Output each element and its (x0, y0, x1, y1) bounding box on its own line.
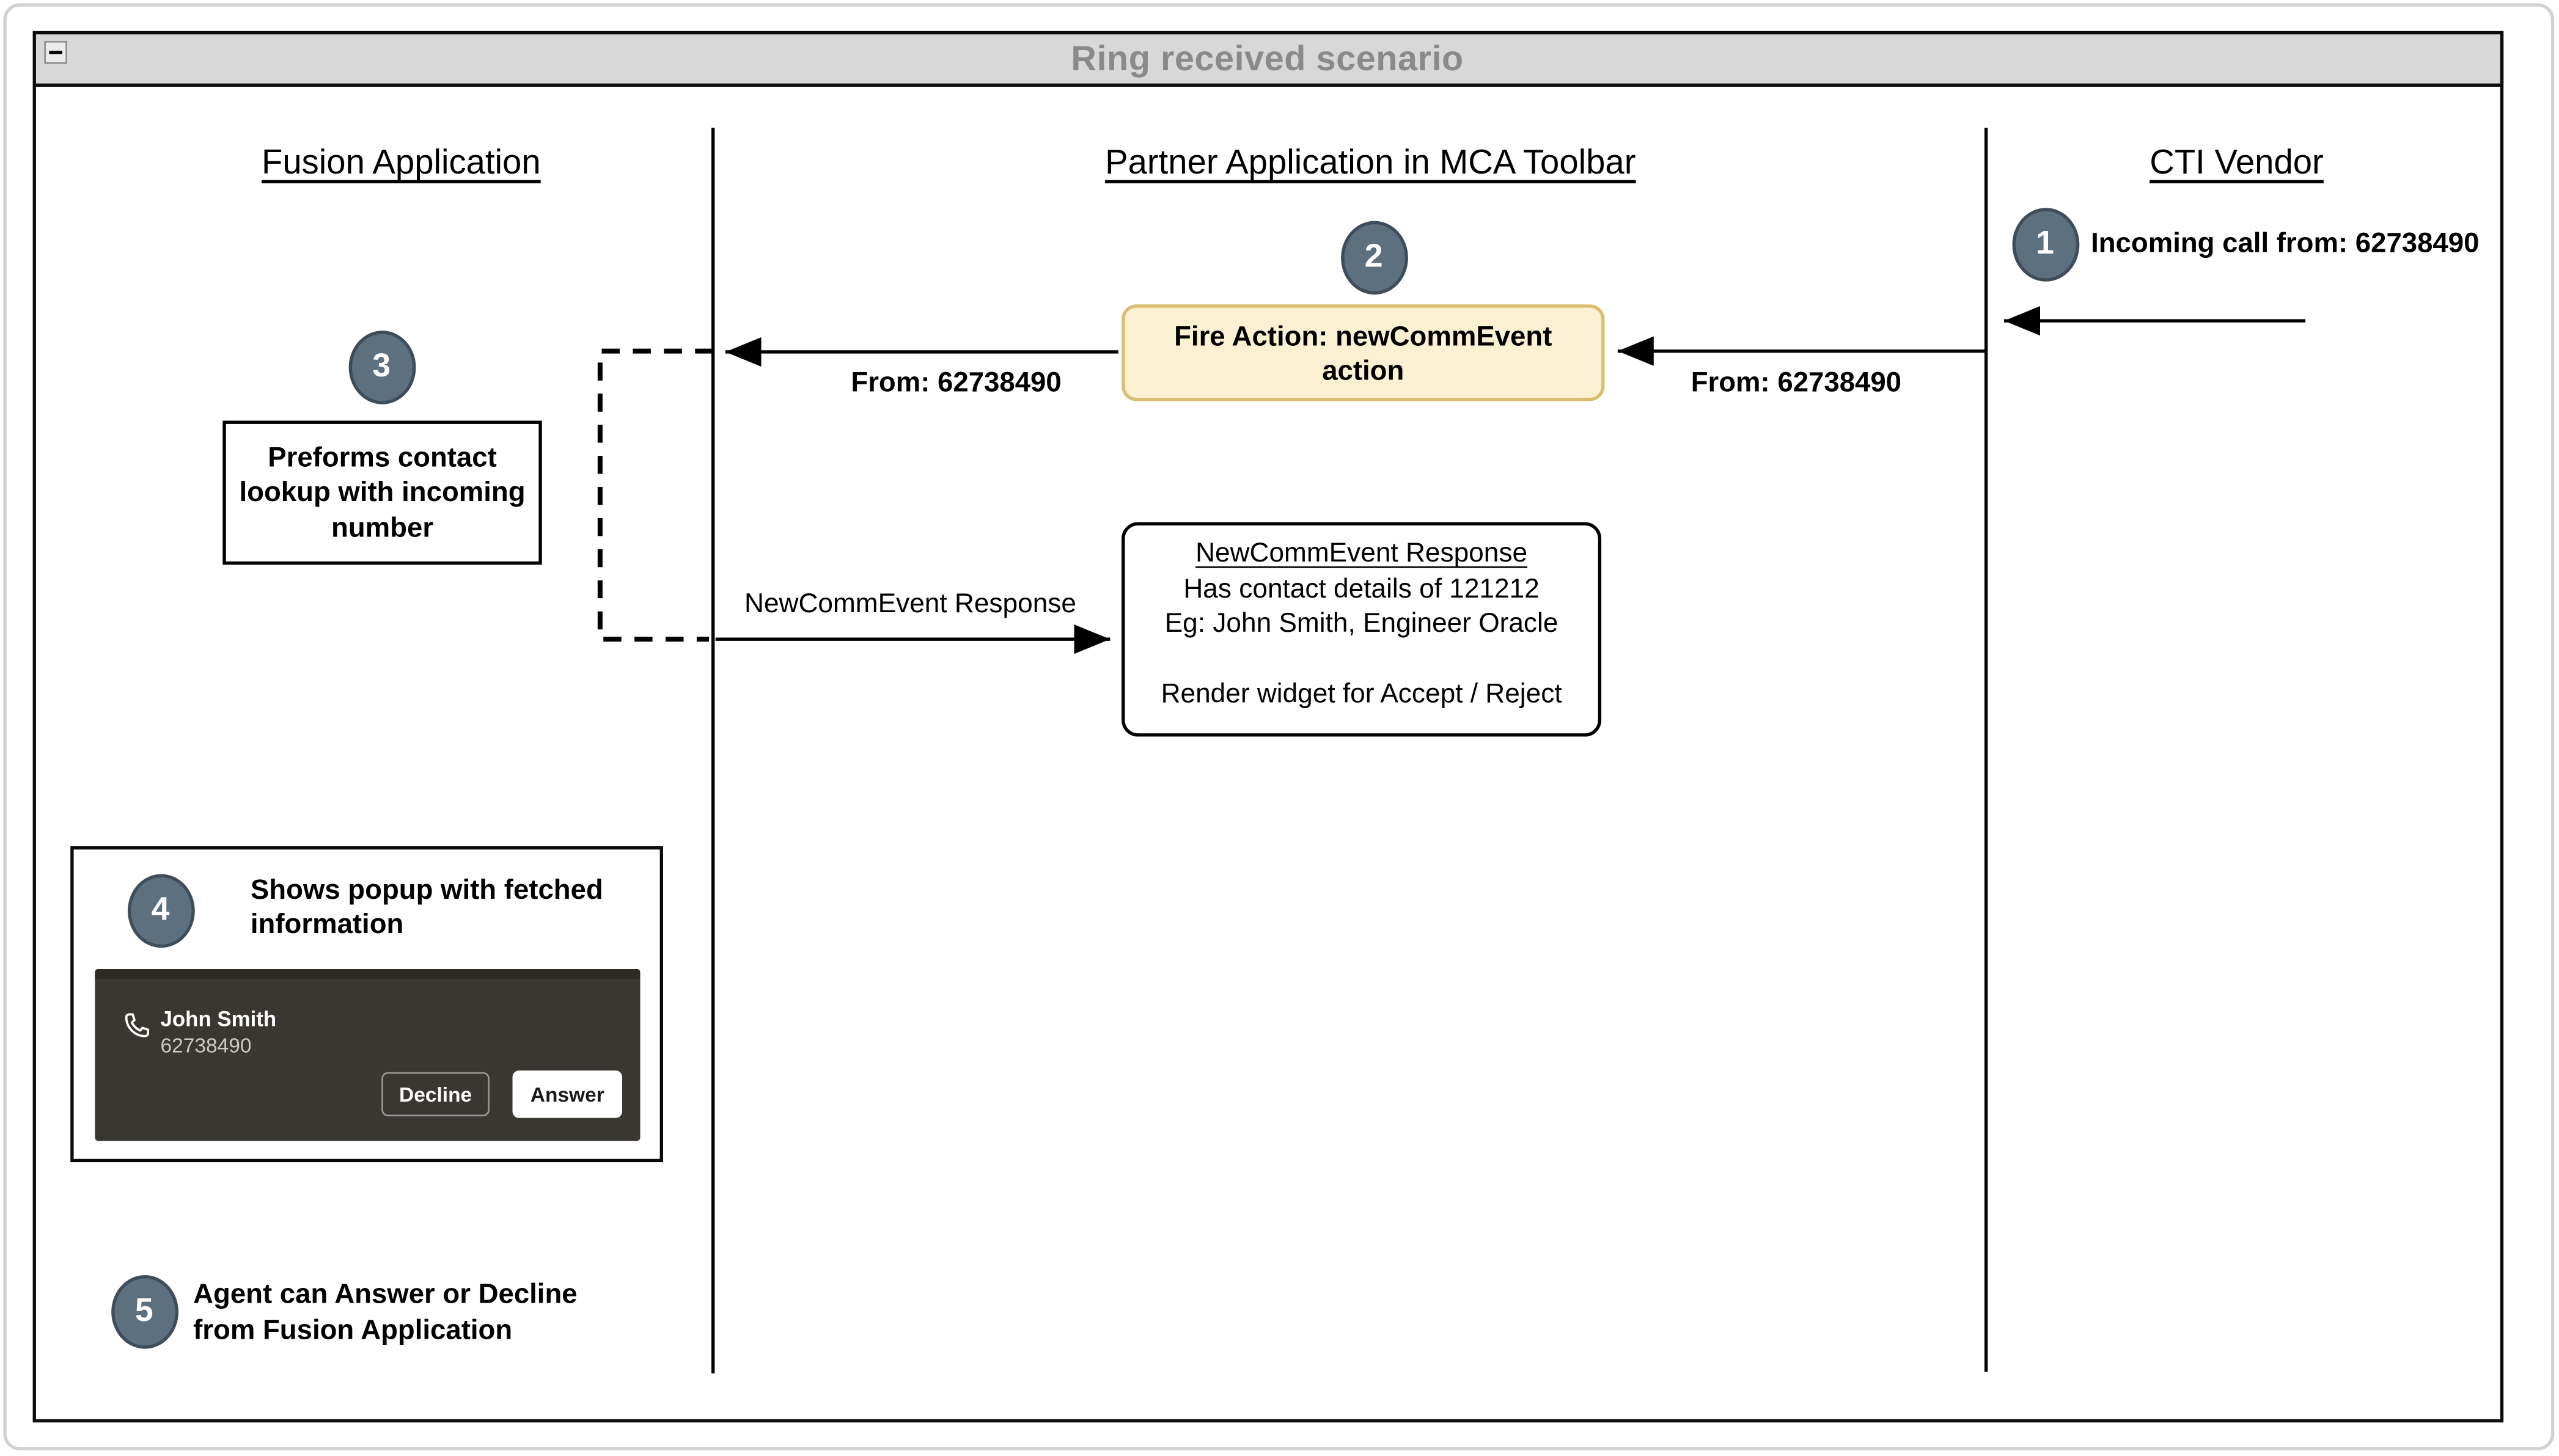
step-badge-3: 3 (348, 329, 416, 404)
answer-button[interactable]: Answer (512, 1070, 623, 1118)
response-line1: Has contact details of 121212 (1183, 573, 1540, 604)
incoming-call-popup: John Smith 62738490 Decline Answer (95, 968, 641, 1141)
popup-top-strip (95, 968, 641, 979)
lane-header-partner: Partner Application in MCA Toolbar (1105, 144, 1636, 182)
phone-icon (125, 1013, 150, 1037)
lookup-line1: Preforms contact (268, 441, 497, 473)
fire-action-line2: action (1322, 354, 1404, 386)
step-badge-4: 4 (127, 873, 194, 947)
step5-text: Agent can Answer or Decline from Fusion … (193, 1278, 578, 1346)
lane-header-fusion: Fusion Application (262, 144, 541, 182)
step-number: 1 (2036, 225, 2054, 262)
step-number: 4 (151, 891, 170, 927)
fire-action-node: Fire Action: newCommEvent action (1122, 304, 1605, 401)
decline-button[interactable]: Decline (381, 1072, 490, 1117)
from-number-label-right: From: 62738490 (1691, 367, 1902, 398)
contact-lookup-node: Preforms contact lookup with incoming nu… (222, 420, 542, 565)
step-badge-5: 5 (110, 1274, 178, 1348)
from-number-label-left: From: 62738490 (851, 367, 1062, 398)
diagram-container (32, 31, 2503, 1423)
response-line2: Eg: John Smith, Engineer Oracle (1164, 609, 1559, 638)
popup-caption: Shows popup with fetched information (250, 874, 603, 940)
titlebar: Ring received scenario (32, 31, 2503, 87)
answer-label: Answer (530, 1083, 604, 1106)
step-badge-1: 1 (2011, 207, 2079, 281)
decline-label: Decline (399, 1083, 472, 1106)
lane-header-cti: CTI Vendor (2150, 144, 2324, 182)
step-number: 2 (1364, 238, 1383, 274)
diagram-title: Ring received scenario (1071, 38, 1464, 78)
collapse-button[interactable] (44, 40, 67, 64)
page-frame (3, 3, 2555, 1451)
incoming-call-text: Incoming call from: 62738490 (2091, 227, 2480, 259)
caller-number: 62738490 (160, 1034, 252, 1058)
step-badge-2: 2 (1340, 220, 1408, 294)
fire-action-line1: Fire Action: newCommEvent (1174, 320, 1552, 351)
response-title: NewCommEvent Response (1195, 538, 1528, 568)
newcommevent-response-node: NewCommEvent Response Has contact detail… (1122, 522, 1602, 737)
minus-icon (49, 50, 62, 54)
step-number: 3 (372, 348, 391, 384)
response-edge-label: NewCommEvent Response (744, 589, 1076, 619)
response-line3: Render widget for Accept / Reject (1161, 679, 1562, 709)
lookup-line2: lookup with incoming (239, 477, 526, 508)
lookup-line3: number (331, 511, 434, 543)
caller-name: John Smith (160, 1006, 277, 1031)
step-number: 5 (134, 1292, 153, 1329)
